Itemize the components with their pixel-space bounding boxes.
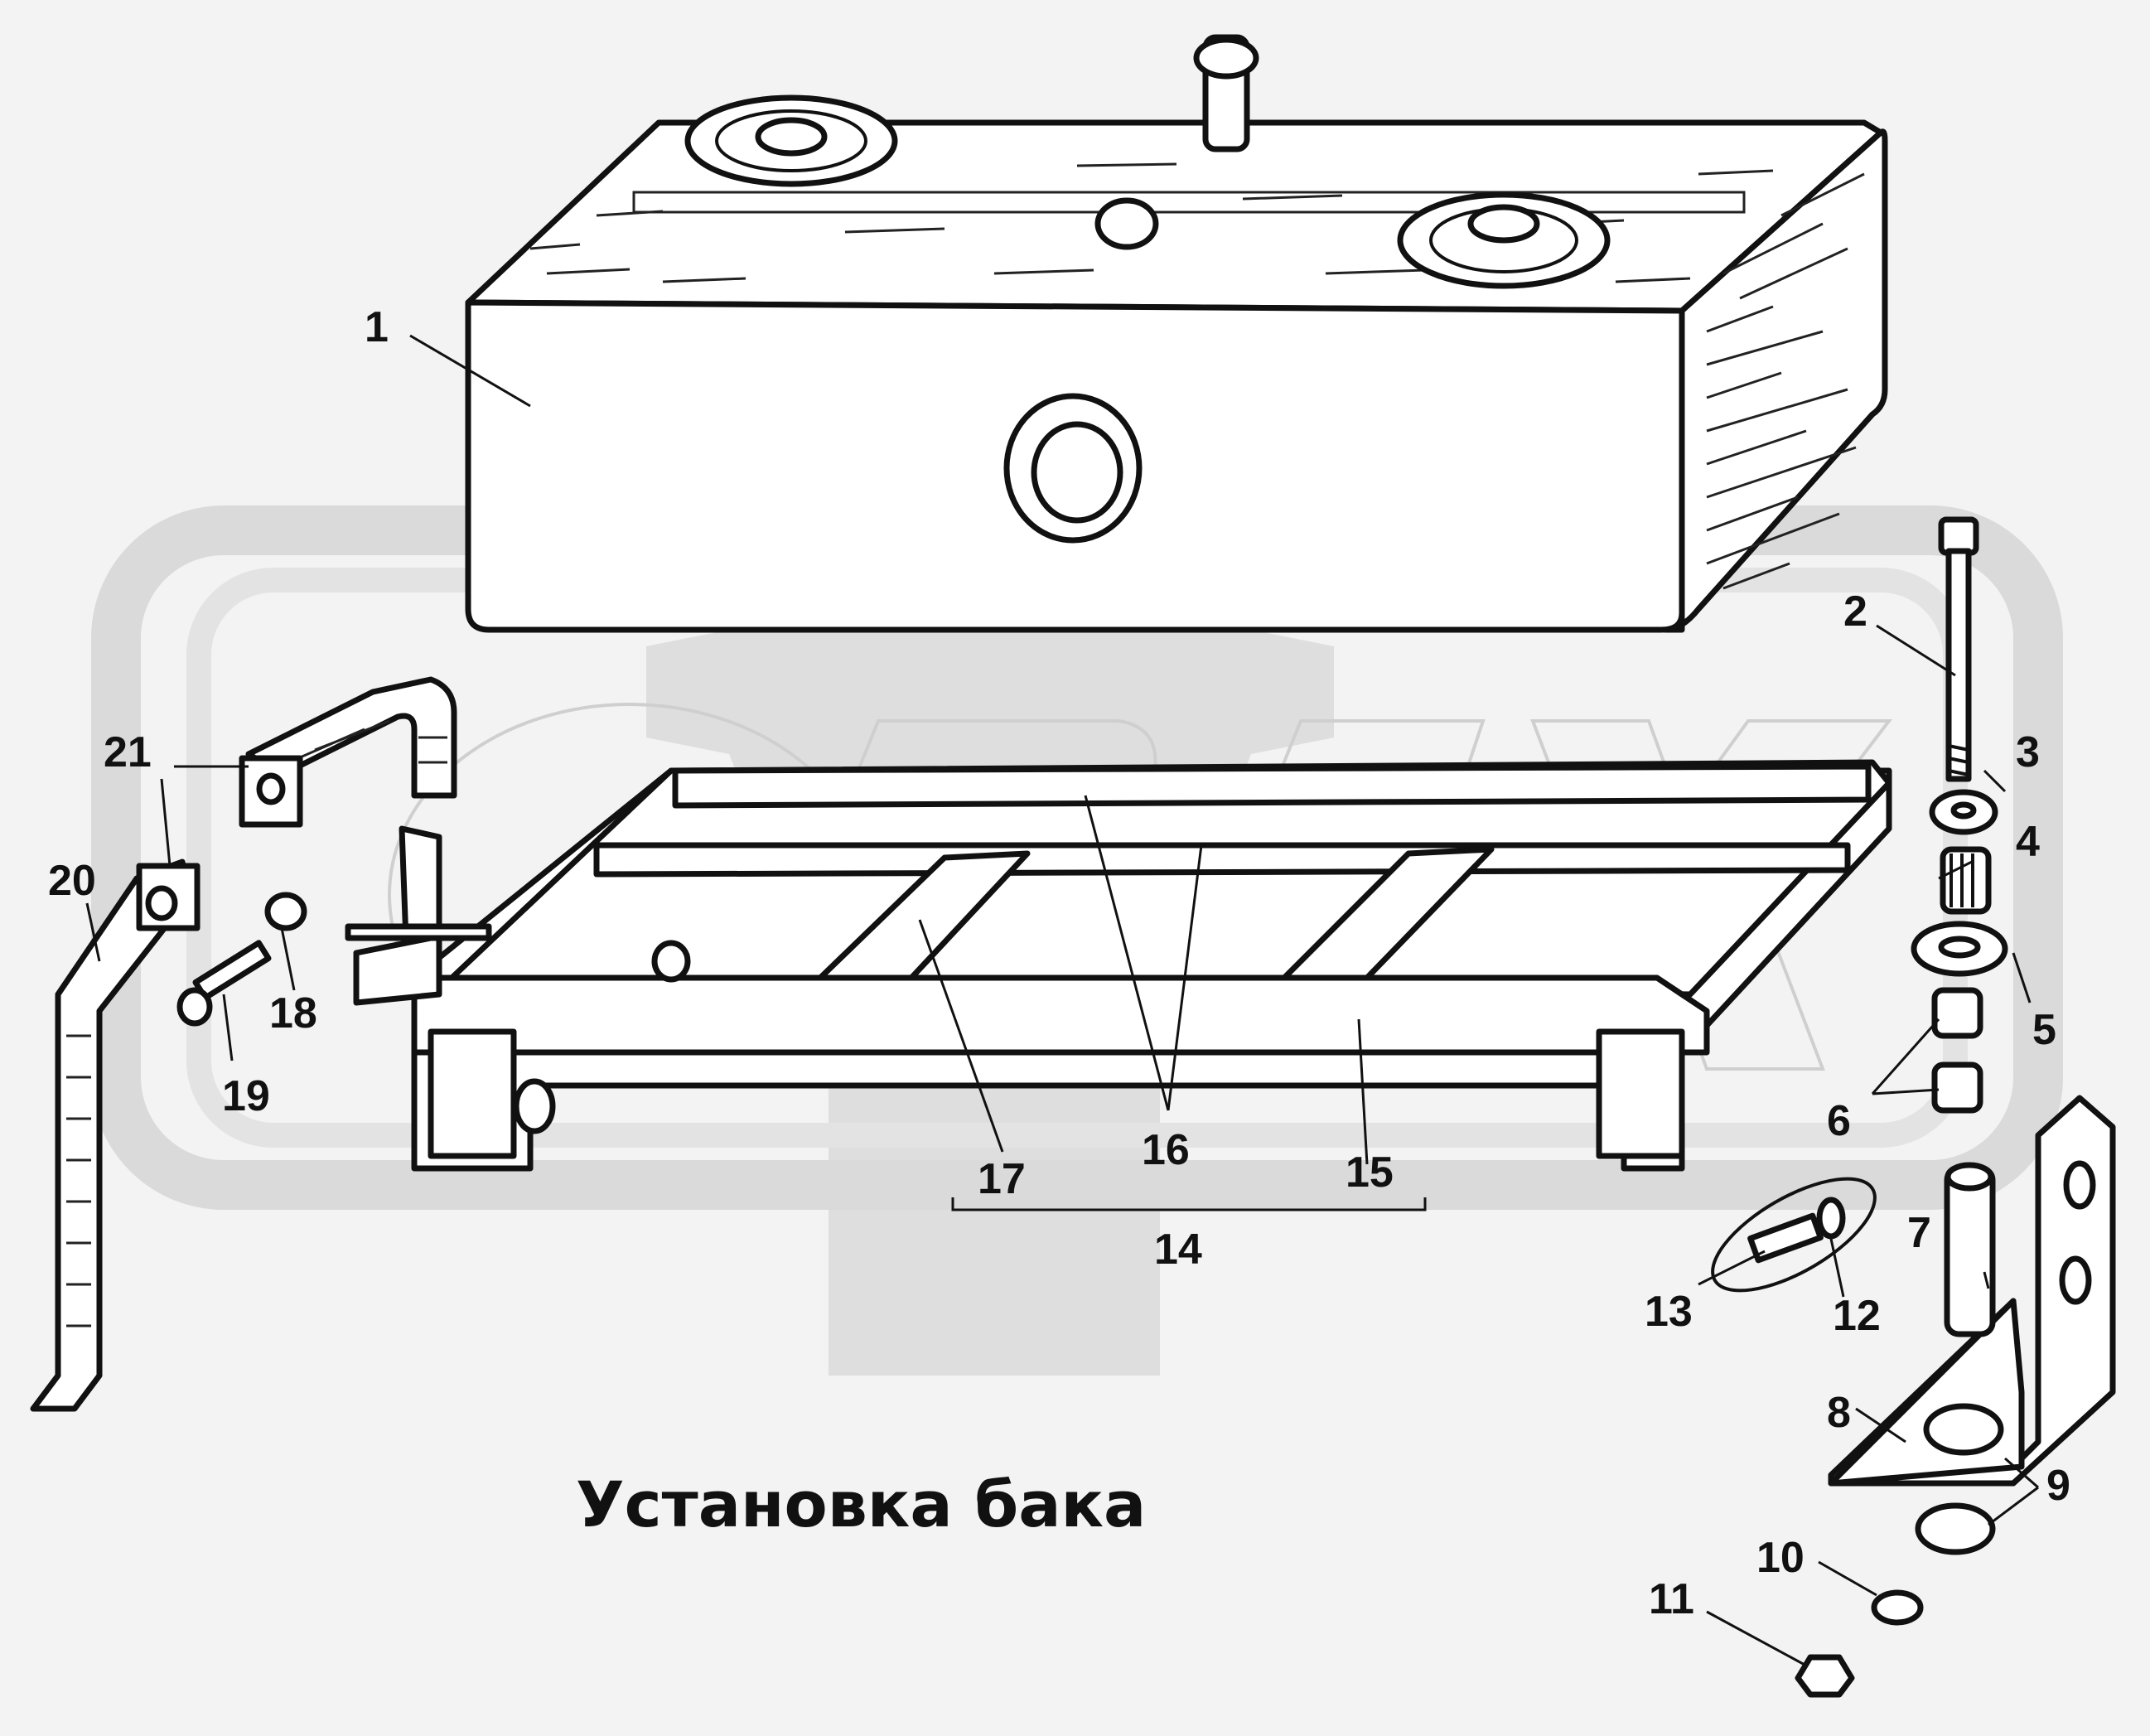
callout-20: 20 [48, 857, 96, 905]
callout-19: 19 [222, 1072, 270, 1120]
callout-11: 11 [1649, 1575, 1694, 1623]
callout-10: 10 [1756, 1534, 1805, 1582]
callout-14: 14 [1154, 1226, 1202, 1274]
callout-15: 15 [1346, 1148, 1394, 1197]
leader-lines [85, 334, 2039, 1667]
frame-foot-left [428, 1028, 517, 1159]
callout-5: 5 [2032, 1006, 2056, 1054]
long-bolt-2 [1938, 516, 1979, 782]
strap-20 [30, 858, 201, 1412]
bracket-8 [1828, 1095, 2116, 1487]
diagram-title: Установка бака [576, 1468, 1146, 1541]
callout-18: 18 [269, 989, 317, 1037]
callout-1: 1 [365, 303, 389, 351]
filler-cap-left [684, 94, 898, 187]
callout-3: 3 [2016, 728, 2040, 776]
bolt-13-washer-12 [1711, 1177, 1877, 1293]
callout-8: 8 [1827, 1389, 1851, 1437]
callout-labels: 1 2 3 4 5 6 7 8 9 10 11 12 13 14 15 16 1… [48, 303, 2070, 1623]
vent-fitting [1094, 34, 1259, 250]
nuts-6 [1931, 987, 1983, 1114]
callout-9: 9 [2046, 1462, 2070, 1510]
callout-13: 13 [1645, 1288, 1693, 1336]
strap-clip [345, 825, 492, 1006]
filler-cap-right [1397, 191, 1611, 289]
fuel-tank [465, 34, 1888, 633]
washer-3 [1929, 789, 1998, 835]
tank-frame-assembly [411, 759, 1892, 1172]
callout-21: 21 [104, 728, 152, 776]
washer-5 [1911, 921, 2008, 977]
callout-7: 7 [1907, 1209, 1931, 1257]
callout-17: 17 [978, 1155, 1026, 1203]
sleeve-7 [1944, 1162, 1996, 1337]
callout-4: 4 [2016, 818, 2040, 866]
rail-16-front [593, 842, 1851, 878]
rail-16-rear [672, 763, 1872, 809]
callout-2: 2 [1843, 588, 1867, 636]
callout-6: 6 [1827, 1097, 1851, 1145]
nut-18 [264, 892, 307, 931]
drain-ring [1003, 393, 1143, 544]
beam-15-front [411, 974, 1710, 1056]
frame-foot-right [1596, 1028, 1685, 1159]
bolt-19 [176, 940, 272, 1027]
nut-4 [1940, 846, 1992, 915]
callout-12: 12 [1833, 1292, 1881, 1340]
washer-9 [1915, 1403, 2004, 1555]
spring-washer-10 [1871, 1589, 1924, 1626]
nut-11 [1795, 1654, 1855, 1698]
tank-side-shading [1706, 172, 1865, 590]
strap-upper [239, 676, 457, 828]
callout-16: 16 [1142, 1126, 1190, 1174]
